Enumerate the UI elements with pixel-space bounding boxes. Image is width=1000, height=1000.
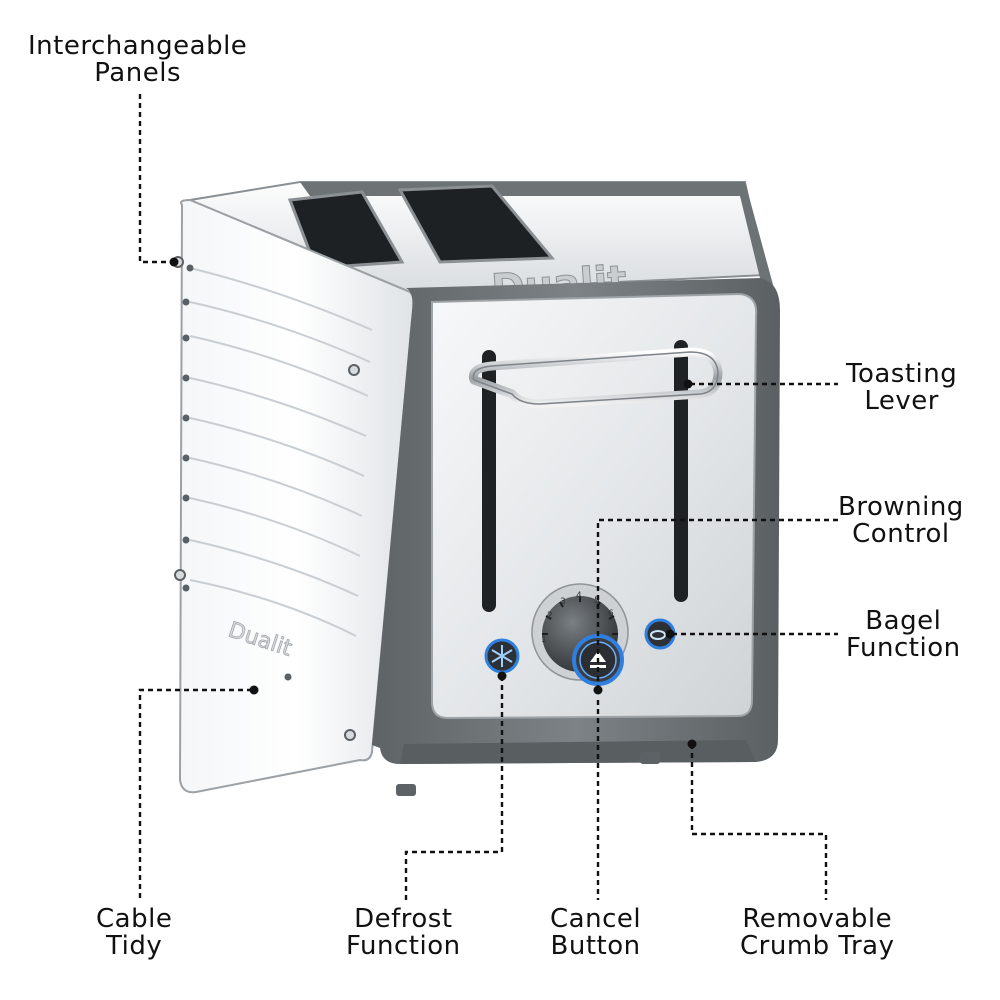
callout-label: Panels	[94, 58, 181, 88]
callout-cable-tidy: Cable Tidy	[96, 906, 172, 960]
crumb-tray[interactable]	[400, 740, 756, 764]
dial-mark-3: 3	[560, 597, 566, 607]
snowflake-icon	[491, 645, 513, 667]
callout-cancel-button: Cancel Button	[550, 906, 641, 960]
leader-lines	[138, 94, 838, 900]
callout-label: Removable	[742, 904, 893, 934]
callout-label: Defrost	[354, 904, 453, 934]
side-panel: Dualit	[172, 198, 416, 794]
dial-mark-2: 2	[547, 611, 553, 621]
bread-slot-right	[397, 184, 556, 264]
callout-label: Function	[846, 633, 961, 663]
callout-interchangeable-panels: Interchangeable Panels	[28, 33, 247, 87]
callout-label: Control	[852, 519, 950, 549]
foot	[640, 752, 660, 764]
eject-icon	[590, 651, 606, 668]
callout-removable-crumb-tray: Removable Crumb Tray	[740, 906, 895, 960]
dial-mark-5: 5	[594, 596, 600, 606]
callout-toasting-lever: Toasting Lever	[846, 361, 957, 415]
callout-label: Crumb Tray	[740, 931, 895, 961]
callout-bagel-function: Bagel Function	[846, 608, 961, 662]
dial-mark-6: 6	[608, 609, 614, 619]
callout-label: Lever	[864, 386, 939, 416]
foot	[396, 784, 416, 796]
callout-label: Tidy	[106, 931, 163, 961]
bagel-icon	[650, 630, 666, 640]
lever-slot-left	[482, 350, 496, 612]
defrost-button[interactable]	[484, 638, 520, 674]
toaster: Dualit	[172, 181, 780, 796]
callout-label: Bagel	[865, 606, 942, 636]
dial-mark-4: 4	[576, 591, 582, 601]
callout-label: Toasting	[846, 359, 958, 389]
callout-browning-control: Browning Control	[838, 494, 964, 548]
lever-slot-right	[674, 340, 688, 602]
callout-defrost-function: Defrost Function	[346, 906, 461, 960]
callout-label: Button	[550, 931, 641, 961]
dial-mark-1: 1	[541, 635, 547, 645]
callout-label: Browning	[838, 492, 964, 522]
callout-label: Function	[346, 931, 461, 961]
callout-label: Cable	[96, 904, 173, 934]
callout-label: Cancel	[550, 904, 642, 934]
callout-label: Interchangeable	[28, 31, 248, 61]
toasting-lever[interactable]	[468, 347, 723, 409]
bread-slot-left	[287, 190, 405, 270]
